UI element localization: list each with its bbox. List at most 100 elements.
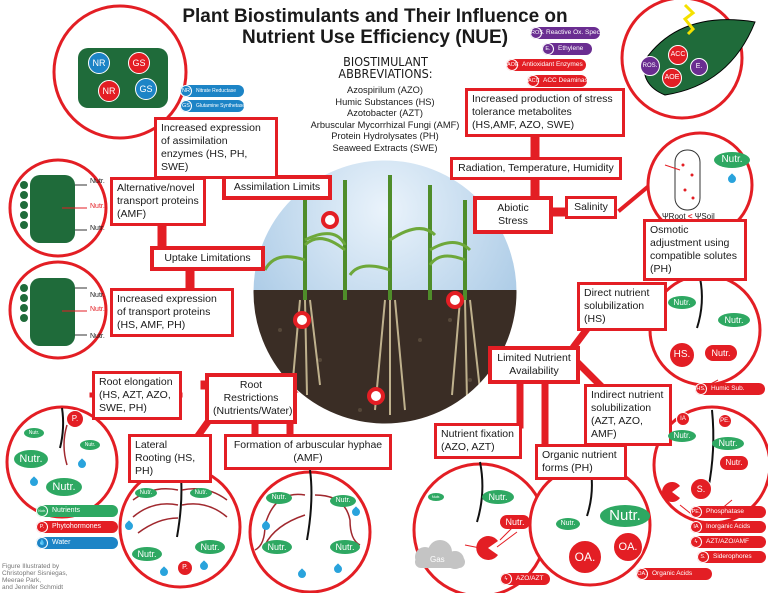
abbr-item: Azospirilum (AZO): [347, 85, 423, 95]
water-drop-icon: 💧: [36, 537, 48, 549]
title-line-2: Nutrient Use Efficiency (NUE): [241, 27, 509, 48]
gas-cloud-icon: [415, 540, 465, 569]
root-restrictions-label: Root Restrictions (Nutrients/Water): [205, 373, 297, 424]
abbr-item: Azotobacter (AZT): [347, 108, 423, 119]
abiotic-stress-label: Abiotic Stress: [473, 196, 553, 234]
hyphae-box: Formation of arbuscular hyphae (AMF): [224, 434, 392, 470]
transport-expression-box: Increased expression of transport protei…: [110, 288, 234, 337]
nutrient-icon: Nutr.: [266, 492, 292, 504]
nr-marker: NR: [88, 52, 110, 74]
gs-marker: GS: [128, 52, 150, 74]
phosphatase-key: PE. Phosphatase: [690, 506, 766, 518]
ros-key-abbr: ROS.: [530, 27, 544, 39]
uptake-limitations-label: Uptake Limitations: [150, 246, 265, 271]
nutrient-icon: Nutr.: [190, 488, 212, 498]
hs-key-label: Humic Sub.: [711, 385, 745, 392]
credit-line: and Jennifer Schmidt: [2, 584, 64, 591]
abbr-heading-1: BIOSTIMULANT: [343, 54, 428, 69]
s-key-abbr: S.: [697, 551, 709, 563]
acc-key-label: ACC Deaminase: [543, 77, 592, 84]
abbr-heading-2: ABBREVIATIONS:: [338, 66, 433, 81]
oa-key-label: Organic Acids: [652, 570, 693, 577]
nutrient-icon: Nutr.: [668, 430, 696, 442]
abbr-item: Arbuscular Mycorrhizal Fungi (AMF): [310, 119, 460, 130]
nutrient-icon: Nutr.: [14, 450, 48, 468]
indirect-solubilization-box: Indirect nutrient solubilization (AZT, A…: [584, 384, 672, 446]
root-cell-icon: [30, 175, 75, 243]
pe-key-label: Phosphatase: [706, 508, 744, 515]
bound-nutrient-icon: Nutr.: [720, 456, 748, 470]
water-key: 💧 Water: [36, 537, 118, 549]
nutrient-icon: Nutr.: [24, 428, 44, 438]
novel-transport-box: Alternative/novel transport proteins (AM…: [110, 177, 206, 226]
ros-key: ROS.Reactive Ox. Spec.: [530, 27, 602, 39]
ia-marker: IA: [676, 412, 690, 426]
nutrient-icon: Nutr.: [135, 488, 157, 498]
abbr-item: Protein Hydrolysates (PH): [331, 131, 439, 142]
azo-azt-key-label: AZO/AZT: [516, 575, 544, 582]
credit-line: Figure Illustrated by: [2, 563, 60, 570]
nutrient-icon: Nutr.: [428, 493, 444, 501]
nutrient-icon: Nutr.: [712, 437, 744, 450]
organic-forms-box: Organic nutrient forms (PH): [535, 444, 627, 480]
nr-key-abbr: NR: [180, 85, 192, 97]
aoe-key-label: Antioxidant Enzymes: [522, 61, 583, 68]
lightning-icon: [682, 3, 696, 36]
e-key-abbr: E.: [542, 43, 554, 55]
psi-soil: ΨSoil: [694, 212, 715, 221]
nr-key-label: Nitrate Reductase: [196, 88, 237, 94]
gs-marker: GS: [135, 78, 157, 100]
acc-key-abbr: ACC: [527, 75, 540, 87]
nutrient-icon: Nutr.: [330, 495, 356, 507]
water-potential-label: ΨRoot < ΨSoil: [662, 212, 715, 221]
s-key-label: Siderophores: [713, 553, 752, 560]
nutrient-icon: Nutr.: [330, 540, 360, 554]
assimilation-enzymes-box: Increased expression of assimilation enz…: [154, 117, 278, 179]
humic-marker: HS.: [669, 342, 695, 368]
ethylene-marker: E.: [690, 58, 708, 76]
abbreviations-list: Azospirilum (AZO) Humic Substances (HS) …: [290, 85, 480, 155]
psi-root: ΨRoot: [662, 212, 686, 221]
nutrient-icon: Nutr.: [668, 296, 696, 309]
direct-solubilization-box: Direct nutrient solubilization (HS): [577, 282, 667, 331]
water-key-label: Water: [52, 539, 71, 546]
nutr-label: Nutr.: [90, 292, 105, 299]
abbr-item: Humic Substances (HS): [335, 96, 435, 107]
azo-azt-key: ϟ AZO/AZT: [500, 573, 550, 585]
organic-acids-key: OA.Organic Acids: [636, 568, 712, 580]
nutrient-icon: Nutr.: [600, 505, 650, 527]
nutrients-key-abbr: Nutr.: [36, 505, 48, 517]
bound-nutrient-icon: Nutr.: [705, 345, 737, 361]
lightning-icon: ϟ: [690, 536, 702, 548]
lightning-icon: ϟ: [500, 573, 512, 585]
organic-acid-marker: OA.: [568, 540, 602, 574]
aoe-key-abbr: AOE: [506, 59, 519, 71]
credit: Figure Illustrated by Christopher Sisnie…: [2, 563, 67, 591]
lateral-rooting-box: Lateral Rooting (HS, PH): [128, 434, 212, 483]
nutrient-icon: Nutr.: [46, 478, 82, 496]
page-title: Plant Biostimulants and Their Influence …: [150, 6, 600, 48]
pe-key-abbr: PE.: [690, 506, 702, 518]
phyto-key-abbr: P.: [36, 521, 48, 533]
aoe-marker: AOE: [662, 68, 682, 88]
stress-metabolites-box: Increased production of stress tolerance…: [465, 88, 625, 137]
gs-key-label: Glutamine Synthetase: [196, 103, 246, 109]
ia-key-label: Inorganic Acids: [706, 523, 751, 530]
nutrients-key-label: Nutrients: [52, 507, 81, 514]
nutrient-icon: Nutr.: [556, 518, 580, 530]
radiation-label: Radiation, Temperature, Humidity: [450, 157, 622, 180]
nutrient-icon: Nutr.: [80, 440, 100, 450]
organic-acid-marker: OA.: [613, 532, 643, 562]
nutr-label: Nutr.: [90, 306, 105, 313]
abbr-item: Seaweed Extracts (SWE): [332, 142, 438, 153]
ia-key-abbr: IA: [690, 521, 702, 533]
nutrient-icon: Nutr.: [195, 540, 225, 554]
nutr-label: Nutr.: [90, 203, 105, 210]
nr-key: NR Nitrate Reductase: [180, 85, 244, 97]
nutrient-icon: Nutr.: [718, 313, 750, 327]
gas-label: Gas: [430, 555, 445, 564]
microbe-icon: [476, 481, 680, 560]
ros-marker: ROS.: [640, 56, 660, 76]
